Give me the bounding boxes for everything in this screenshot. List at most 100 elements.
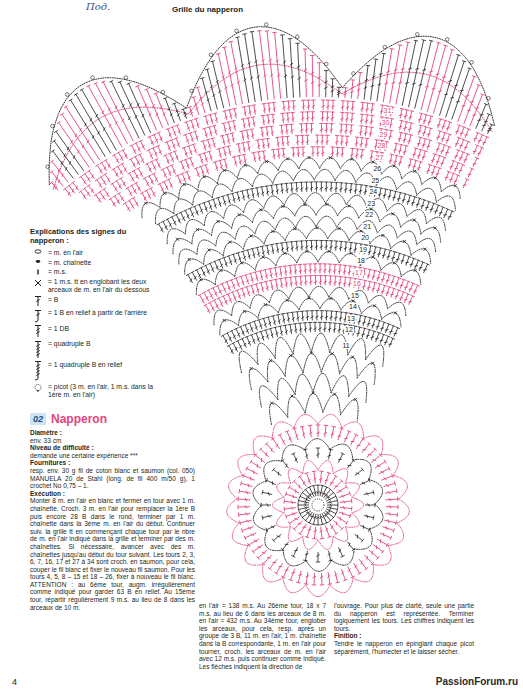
symbol-stroke — [36, 313, 39, 315]
symbol-stroke — [36, 329, 39, 331]
symbol-stroke — [36, 300, 39, 302]
row-number: 29 — [379, 131, 389, 138]
handwritten-note: Под. — [86, 1, 110, 12]
stitch-symbol — [30, 309, 46, 323]
article-number: 02 — [30, 413, 46, 425]
symbol-stroke — [35, 361, 41, 362]
legend-text: = B — [48, 295, 58, 303]
stitch-symbol — [30, 360, 46, 381]
text-column: en l'air = 138 m.s. Au 26ème tour, 18 x … — [199, 602, 326, 670]
stitch-symbol — [30, 248, 46, 255]
row-number: 14 — [348, 303, 358, 310]
row-number: 21 — [362, 223, 372, 230]
row-number: 16 — [352, 280, 362, 287]
text-column: Diamètre :env. 33 cmNiveau de difficulté… — [30, 429, 195, 611]
legend-entry: = 1 B en relief à partir de l'arrière — [30, 309, 162, 323]
stitch-symbol — [30, 278, 46, 287]
row-number: 27 — [375, 154, 385, 161]
chart-title: Grille du napperon — [172, 5, 243, 14]
page-number: 4 — [12, 677, 17, 687]
row-number: 23 — [366, 200, 376, 207]
symbol-stroke — [35, 310, 41, 311]
symbol-stroke — [36, 371, 39, 373]
symbol-stroke — [37, 390, 39, 392]
row-number: 13 — [346, 315, 356, 322]
symbol-stroke — [35, 320, 38, 322]
section-heading: Diamètre : — [30, 429, 195, 437]
legend-text: = 1 m.s. tt en englobant les deux arceau… — [48, 278, 162, 294]
row-number: 19 — [358, 246, 368, 253]
stitch-symbol — [30, 268, 46, 276]
row-number: 30 — [381, 119, 391, 126]
row-number: 31 — [383, 107, 393, 114]
legend-text: = m. chaînette — [48, 258, 91, 266]
symbol-stroke — [38, 326, 39, 338]
row-number: 28 — [377, 142, 387, 149]
body-text: env. 33 cm — [30, 437, 195, 445]
stitch-symbol — [30, 295, 46, 307]
legend-entry: = quadruple B — [30, 340, 162, 359]
symbol-stroke — [35, 280, 41, 286]
stitch-symbol — [30, 340, 46, 359]
legend-entry: = 1 m.s. tt en englobant les deux arceau… — [30, 278, 162, 294]
row-number: 26 — [372, 165, 382, 172]
picots — [46, 23, 491, 169]
legend-entry: = B — [30, 295, 162, 307]
watermark: PassionForum.ru — [436, 676, 518, 687]
section-heading: Fournitures : — [30, 459, 195, 467]
legend-text: = 1 B en relief à partir de l'arrière — [48, 309, 147, 317]
article-title: Napperon — [51, 412, 107, 426]
symbol-stroke — [38, 341, 39, 358]
symbol-stroke — [35, 325, 41, 326]
legend-entry: = 1 quadruple B en relief — [30, 360, 162, 381]
row-number: 24 — [368, 188, 378, 195]
symbol-stroke — [36, 350, 39, 352]
symbol-stroke — [36, 260, 40, 263]
row-number: 15 — [350, 292, 360, 299]
symbol-stroke — [36, 368, 39, 370]
row-number: 25 — [370, 177, 380, 184]
symbol-stroke — [36, 374, 39, 376]
symbol-stroke — [35, 378, 38, 380]
legend-entry: = picot (3 m. en l'air, 1 m.s. dans la 1… — [30, 383, 162, 399]
row-number: 11 — [342, 342, 351, 349]
legend-text: = 1 DB — [48, 324, 69, 332]
body-text: Monter 8 m. en l'air en blanc et fermer … — [30, 497, 195, 611]
legend-text: = quadruple B — [48, 340, 91, 348]
text-column: l'ouvrage. Pour plus de clarté, seule un… — [334, 602, 474, 655]
body-text: Tendre le napperon en épinglant chaque p… — [334, 640, 474, 655]
section-heading: Finition : — [334, 632, 474, 640]
row-number: 12 — [344, 326, 354, 333]
row-number: 22 — [364, 211, 374, 218]
starting-ring — [312, 499, 324, 511]
legend-entry: = m.s. — [30, 268, 162, 276]
symbol-stroke — [37, 269, 38, 274]
stitch-symbol — [30, 383, 46, 392]
symbol-stroke — [36, 344, 39, 346]
section-heading: Niveau de difficulté : — [30, 444, 195, 452]
body-text: en l'air = 138 m.s. Au 26ème tour, 18 x … — [199, 602, 326, 670]
stitch-symbol — [30, 324, 46, 338]
legend-text: = m. en l'air — [48, 248, 83, 256]
row-number: 18 — [356, 257, 366, 264]
symbol-stroke — [35, 250, 41, 253]
legend: = m. en l'air = m. chaînette = m.s. = 1 m.s… — [30, 248, 162, 400]
symbol-stroke — [36, 347, 39, 349]
row-number: 17 — [354, 269, 364, 276]
section-heading: Exécution : — [30, 490, 195, 498]
symbol-stroke — [35, 341, 41, 342]
symbol-stroke — [36, 365, 39, 367]
legend-heading: Explications des signes du napperon : — [30, 228, 140, 245]
symbol-stroke — [35, 384, 41, 390]
legend-text: = m.s. — [48, 268, 67, 276]
symbol-stroke — [36, 332, 39, 334]
legend-entry: = m. chaînette — [30, 258, 162, 266]
body-text: resp. env. 30 g fil de coton blanc et sa… — [30, 467, 195, 490]
symbol-stroke — [35, 280, 41, 286]
legend-entry: = 1 DB — [30, 324, 162, 338]
legend-entry: = m. en l'air — [30, 248, 162, 256]
legend-text: = picot (3 m. en l'air, 1 m.s. dans la 1… — [48, 383, 162, 399]
body-text: demande une certaine expérience *** — [30, 452, 195, 460]
symbol-stroke — [36, 353, 39, 355]
